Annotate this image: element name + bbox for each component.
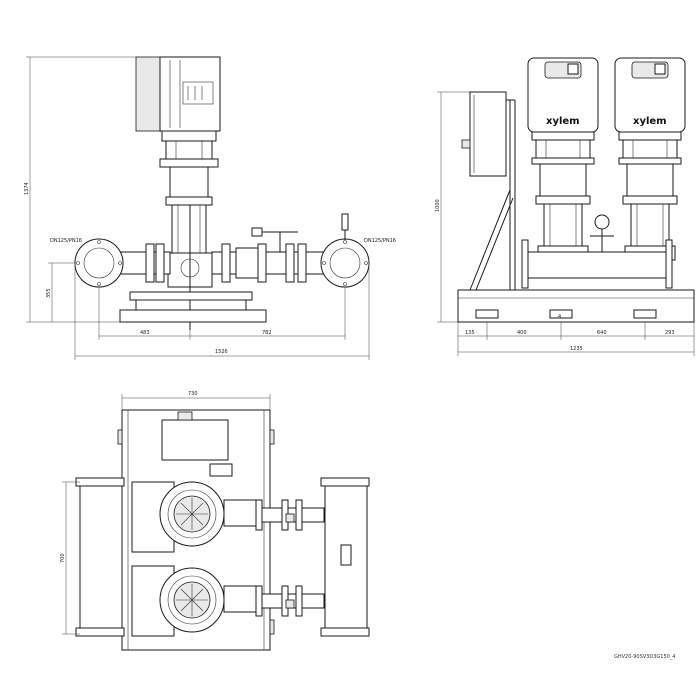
- front-manifold: [527, 251, 667, 279]
- front-d3: 640: [597, 330, 607, 336]
- front-small-mark: 4: [558, 314, 561, 320]
- base-frame: [129, 291, 253, 301]
- flange-left-label: DN125/PN16: [50, 238, 82, 244]
- drawing-code: GHV20-90SV3D3G150_4: [614, 654, 676, 660]
- top-depth-dim: 700: [60, 553, 66, 563]
- side-height-dim: 1374: [24, 182, 30, 195]
- front-d4: 293: [665, 330, 675, 336]
- top-view: 730: [60, 391, 370, 651]
- pump2-brand: xylem: [633, 116, 667, 127]
- front-d1: 135: [465, 330, 475, 336]
- front-view: 1000 xylem xylem: [435, 57, 695, 356]
- pump-column: [171, 204, 207, 254]
- front-d2: 400: [517, 330, 527, 336]
- discharge-flange: [320, 238, 370, 288]
- pressure-gauge: [594, 214, 610, 230]
- dim-a: 483: [140, 330, 150, 336]
- top-control-box: [161, 419, 229, 461]
- motor-body: [159, 56, 221, 132]
- flange-right-label: DN125/PN16: [364, 238, 396, 244]
- front-overall-dim: 1235: [570, 346, 583, 352]
- suction-flange: [74, 238, 124, 288]
- top-width-dim: 730: [188, 391, 198, 397]
- side-view: 1374: [24, 56, 396, 360]
- top-suction-manifold: [79, 479, 123, 633]
- front-height-dim: 1000: [435, 199, 441, 212]
- dim-b: 782: [262, 330, 272, 336]
- motor-cover: [135, 56, 161, 132]
- side-overall-dim: 1526: [215, 349, 228, 355]
- pump1-brand: xylem: [546, 116, 580, 127]
- axis-height-dim: 355: [46, 288, 52, 298]
- control-panel: [469, 91, 507, 177]
